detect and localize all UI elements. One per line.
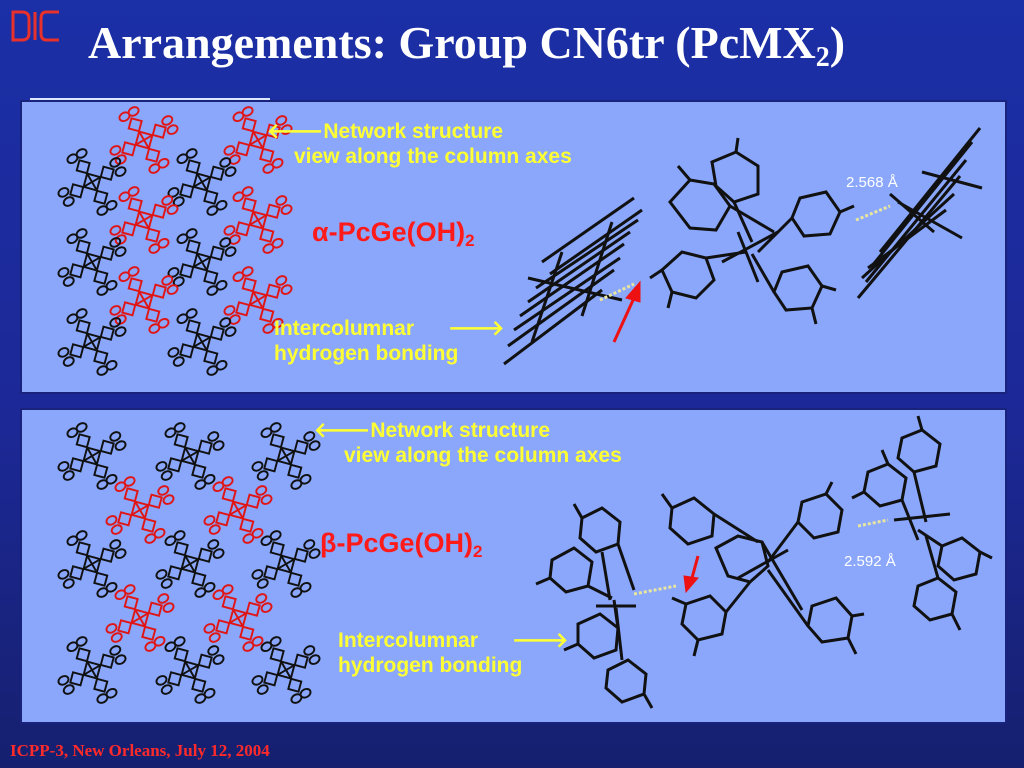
alpha-bond-distance: 2.568 Å: [846, 174, 898, 191]
beta-bond-distance: 2.592 Å: [844, 553, 896, 570]
alpha-network-molecule-8: [167, 228, 237, 296]
beta-intercolumnar-label: Intercolumnar🡒: [338, 629, 569, 652]
alpha-dimer-side-view: [503, 127, 983, 366]
alpha-network-label: 🡐Network structure: [267, 120, 504, 143]
alpha-pc-molecule-left-stack: [503, 196, 643, 366]
beta-network-molecules: [57, 422, 321, 704]
alpha-network-molecule-3: [57, 148, 127, 216]
beta-hydrogen-bond-left: [633, 584, 677, 596]
beta-network-structure-diagram: [57, 422, 321, 704]
beta-network-molecule-1: [57, 422, 127, 490]
beta-network-label: 🡐Network structure: [314, 419, 551, 442]
slide-footer: ICPP-3, New Orleans, July 12, 2004: [10, 741, 270, 760]
alpha-pc-molecule-right-stack: [856, 127, 983, 299]
alpha-bond-arrow-icon: [612, 280, 641, 343]
alpha-network-molecules: [57, 106, 293, 376]
alpha-network-molecule-11: [57, 308, 127, 376]
beta-pc-molecule-center: [660, 481, 865, 657]
beta-network-molecule-8: [251, 530, 321, 598]
beta-network-molecule-12: [155, 636, 225, 704]
slide-title: Arrangements: Group CN6tr (PcMX2): [88, 17, 846, 73]
beta-structure-panel: 🡐Network structure view along the column…: [20, 408, 1007, 724]
alpha-network-molecule-7: [57, 228, 127, 296]
alpha-network-molecule-9: [109, 266, 179, 334]
beta-network-molecule-10: [203, 584, 273, 652]
beta-network-molecule-9: [105, 584, 175, 652]
beta-network-sublabel: view along the column axes: [344, 444, 622, 467]
alpha-hydrogen-bond-right: [855, 204, 891, 222]
left-arrow-icon: 🡐: [314, 419, 371, 442]
beta-network-molecule-5: [203, 476, 273, 544]
left-arrow-icon: 🡐: [267, 120, 324, 143]
alpha-network-molecule-5: [109, 186, 179, 254]
alpha-hydrogen-bond-left: [599, 282, 635, 302]
alpha-structure-panel: 🡐Network structure view along the column…: [20, 100, 1007, 394]
alpha-network-molecule-12: [167, 308, 237, 376]
beta-network-molecule-13: [251, 636, 321, 704]
alpha-network-molecule-6: [223, 186, 293, 254]
alpha-pc-molecule-center: [649, 137, 855, 325]
beta-network-molecule-4: [105, 476, 175, 544]
right-arrow-icon: 🡒: [512, 629, 569, 652]
beta-hydrogen-bonding-label: hydrogen bonding: [338, 654, 523, 677]
alpha-network-molecule-10: [223, 266, 293, 334]
alpha-network-sublabel: view along the column axes: [294, 145, 572, 168]
alpha-compound-label: α-PcGe(OH)2: [312, 217, 475, 250]
beta-pc-molecule-left: [535, 503, 654, 709]
beta-network-molecule-2: [155, 422, 225, 490]
alpha-network-molecule-2: [223, 106, 293, 174]
beta-compound-label: β-PcGe(OH)2: [320, 528, 483, 561]
alpha-hydrogen-bonding-label: hydrogen bonding: [274, 342, 459, 365]
beta-dimer-side-view: [535, 415, 993, 709]
alpha-network-structure-diagram: [57, 106, 293, 376]
beta-network-molecule-3: [251, 422, 321, 490]
right-arrow-icon: 🡒: [448, 317, 505, 340]
beta-network-molecule-6: [57, 530, 127, 598]
beta-pc-molecule-right: [851, 415, 993, 631]
alpha-network-molecule-4: [167, 148, 237, 216]
alpha-intercolumnar-label: Intercolumnar🡒: [274, 317, 505, 340]
dic-logo-icon: [11, 10, 59, 42]
beta-network-molecule-11: [57, 636, 127, 704]
beta-bond-arrow-icon: [683, 555, 700, 594]
alpha-network-molecule-1: [109, 106, 179, 174]
beta-network-molecule-7: [155, 530, 225, 598]
beta-hydrogen-bond-right: [857, 518, 889, 528]
